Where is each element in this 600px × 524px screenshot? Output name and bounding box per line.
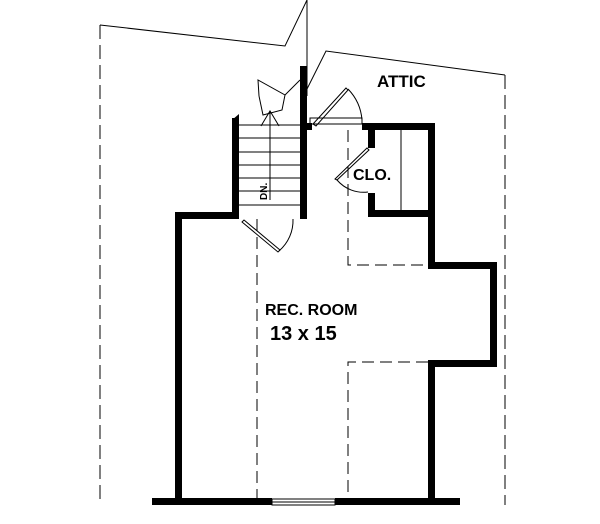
closet-label: CLO. — [353, 167, 391, 184]
dashed-lines — [256, 130, 428, 498]
attic-boundary — [99, 0, 506, 505]
room-size-label: 13 x 15 — [270, 323, 337, 345]
staircase — [239, 79, 301, 206]
windows — [271, 268, 497, 506]
room-name-label: REC. ROOM — [265, 302, 357, 319]
attic-label: ATTIC — [377, 72, 426, 91]
stair-arrow-head — [260, 110, 280, 127]
walls — [152, 66, 497, 505]
doors — [241, 87, 370, 253]
stairs-down-label: DN. — [259, 183, 270, 200]
